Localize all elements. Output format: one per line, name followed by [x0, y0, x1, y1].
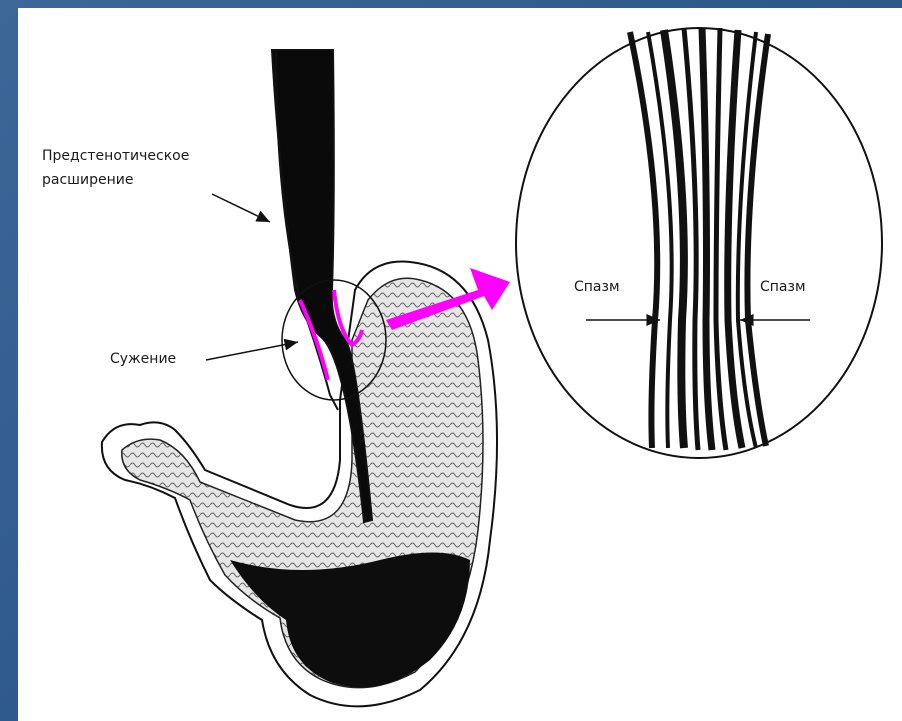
zoom-circle [516, 28, 882, 458]
prestenotic-pointer [212, 194, 270, 222]
prestenotic-label-line1: Предстенотическое [42, 147, 189, 166]
prestenotic-label-line2: расширение [42, 171, 133, 190]
narrowing-label: Сужение [110, 350, 176, 369]
spasm-label-left: Спазм [574, 278, 620, 297]
spasm-label-right: Спазм [760, 278, 806, 297]
